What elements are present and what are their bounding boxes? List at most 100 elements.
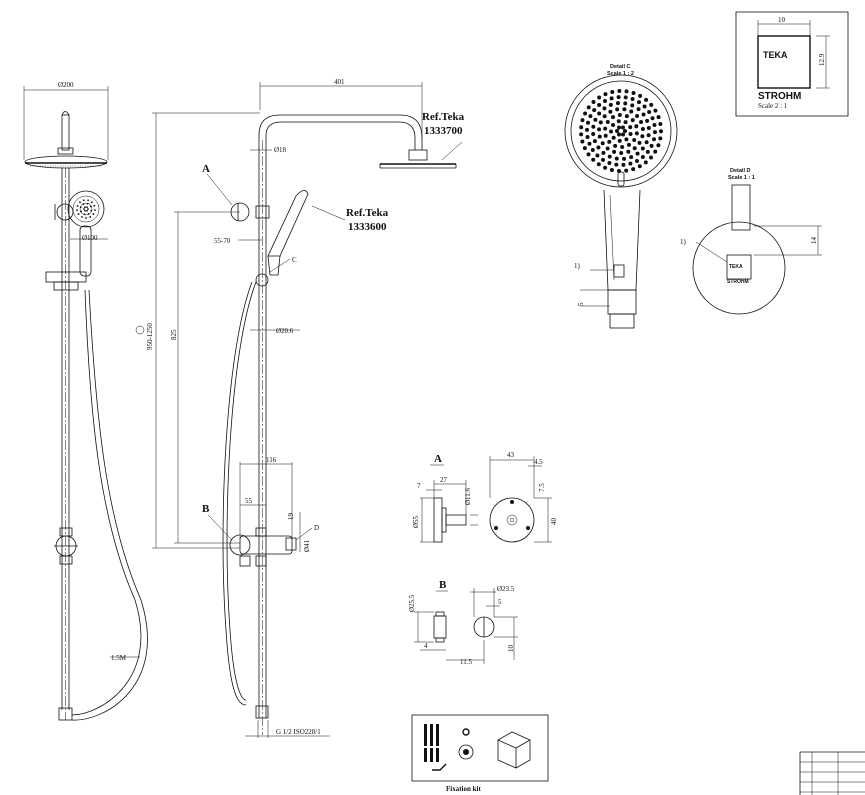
logo-dim-height: 12.9 <box>818 53 826 66</box>
nozzle-dot <box>640 146 645 151</box>
nozzle-dot <box>637 140 642 145</box>
nozzle-dot <box>597 95 602 100</box>
nozzle-dot <box>614 156 619 161</box>
nozzle-dot <box>586 152 591 157</box>
detail-b: B Ø25.5 4 11.5 Ø23.5 5 10 <box>408 579 518 666</box>
nozzle-dot <box>603 126 608 131</box>
nozzle-dot <box>612 149 617 154</box>
detail-c: Detail C Scale 1 : 2 1) 5 <box>564 64 678 329</box>
fixation-kit: Fixation kit <box>411 714 549 793</box>
nozzle-dot <box>652 130 657 135</box>
nozzle-dot <box>632 146 637 151</box>
nozzle-dot <box>579 132 584 137</box>
detail-a-dim-43: 43 <box>507 451 515 459</box>
nozzle-dot <box>617 113 622 118</box>
nozzle-dot <box>631 167 636 172</box>
nozzle-dot <box>598 120 603 125</box>
detail-b-dim-11-5: 11.5 <box>460 658 472 666</box>
nozzle-dot <box>92 213 95 215</box>
nozzle-dot <box>642 104 647 109</box>
nozzle-dot <box>649 143 654 148</box>
nozzle-dot <box>84 206 86 209</box>
nozzle-dot <box>79 201 81 204</box>
ref-hand-prefix: Ref.Teka <box>346 207 389 219</box>
detail-c-dim-5: 5 <box>577 302 585 306</box>
side-view: 950-1250 825 401 Ø18 Ref.Teka 1333700 Re… <box>135 78 465 738</box>
detail-a-dim-40: 40 <box>550 518 558 526</box>
detail-c-scale: Scale 1 : 2 <box>607 71 634 77</box>
detail-d-scale: Scale 1 : 1 <box>728 175 755 181</box>
nozzle-dot <box>628 161 633 166</box>
nozzle-dot <box>628 125 633 130</box>
nozzle-dot <box>586 120 590 125</box>
nozzle-dot <box>591 157 596 162</box>
nozzle-dot <box>592 139 597 144</box>
nozzle-dot <box>591 132 596 137</box>
box-icon <box>497 731 531 769</box>
nozzle-dot <box>587 141 592 146</box>
nozzle-dot <box>603 133 608 138</box>
nozzle-dot <box>656 115 661 120</box>
nozzle-dot <box>640 134 645 139</box>
detail-b-dim-o23-5: Ø23.5 <box>497 585 515 593</box>
allen-key-icon <box>432 763 447 771</box>
dim-825: 825 <box>170 329 178 340</box>
nozzle-dot <box>609 96 614 101</box>
nozzle-dot <box>624 89 629 94</box>
label-B: B <box>202 503 210 515</box>
nozzle-dot <box>607 139 612 144</box>
nozzle-dot <box>617 125 621 130</box>
nozzle-dot <box>611 135 616 140</box>
nozzle-dot <box>601 157 606 162</box>
nozzle-dot <box>629 109 634 114</box>
nozzle-dot <box>617 89 622 94</box>
nozzle-dot <box>87 212 90 215</box>
nozzle-dot <box>597 111 602 116</box>
nozzle-dot <box>652 137 656 142</box>
label-D: D <box>314 524 319 532</box>
nozzle-dot <box>86 202 89 205</box>
nozzle-dot <box>82 203 85 206</box>
nozzle-dot <box>647 109 652 114</box>
detail-d: Detail D Scale 1 : 1 TEKA STROHM 1) 14 <box>680 168 822 315</box>
nozzle-dot <box>79 206 82 209</box>
detail-a-dim-7: 7 <box>417 482 421 490</box>
nozzle-dot <box>603 92 608 97</box>
dim-19: 19 <box>287 513 295 521</box>
nozzle-dot <box>609 129 614 134</box>
detail-a-title: A <box>434 453 442 465</box>
nozzle-dot <box>580 118 585 123</box>
detail-c-title: Detail C <box>610 64 631 70</box>
nozzle-dot <box>586 105 591 110</box>
nozzle-dot <box>653 149 658 154</box>
detail-b-title: B <box>439 579 447 591</box>
nozzle-dot <box>608 109 613 114</box>
nozzle-dot <box>636 100 641 105</box>
nozzle-dot <box>93 204 96 207</box>
nozzle-dot <box>76 209 78 212</box>
nozzle-dot <box>80 216 83 218</box>
nozzle-dot <box>588 114 593 119</box>
ref-head-code: 1333700 <box>424 125 463 137</box>
detail-a-dim-55: Ø55 <box>412 515 420 528</box>
nozzle-dot <box>84 209 86 212</box>
nozzle-dot <box>593 117 598 122</box>
nozzle-dot <box>620 144 625 149</box>
nozzle-dot <box>628 131 633 136</box>
nozzle-dot <box>91 201 93 204</box>
nozzle-dot <box>605 146 610 151</box>
nozzle-dot <box>86 206 88 209</box>
nozzle-dot <box>646 125 651 130</box>
nozzle-dot <box>89 216 92 218</box>
nozzle-dot <box>603 165 608 170</box>
nozzle-dot <box>630 97 635 102</box>
nozzle-dot <box>615 101 620 106</box>
detail-a-dim-7-5: 7.5 <box>538 483 546 492</box>
dim-55: 55 <box>245 497 253 505</box>
fixation-kit-title: Fixation kit <box>446 785 481 793</box>
logo-scale: Scale 2 : 1 <box>758 102 788 110</box>
nozzle-dot <box>616 119 621 124</box>
nozzle-dot <box>617 132 621 137</box>
nozzle-dot <box>94 209 96 211</box>
